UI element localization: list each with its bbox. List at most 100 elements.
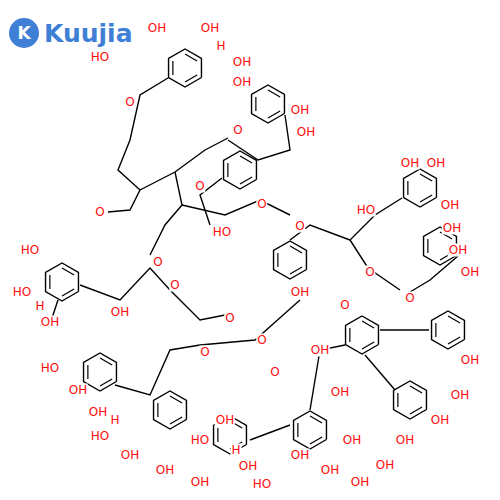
atom-label: O <box>169 279 180 292</box>
atom-label: OH <box>330 386 350 399</box>
atom-label: OH <box>147 22 167 35</box>
bond-line <box>410 256 458 292</box>
atom-label: O <box>256 198 267 211</box>
bond-line <box>350 198 402 290</box>
benzene-ring <box>432 311 465 349</box>
atom-label: HO <box>12 286 32 299</box>
atom-label: HO <box>90 51 110 64</box>
atom-label: OH <box>296 126 316 139</box>
bond-line <box>118 78 228 190</box>
atom-label: OH <box>120 449 140 462</box>
atom-label: OH <box>375 459 395 472</box>
atom-label: O <box>224 312 235 325</box>
double-bond <box>256 90 280 118</box>
atom-label: HO <box>252 478 272 491</box>
atom-label: O <box>194 180 205 193</box>
atom-label: OH <box>342 434 362 447</box>
atom-label: OH <box>450 389 470 402</box>
double-bond <box>228 156 252 184</box>
benzene-ring <box>346 316 379 354</box>
atom-label: OH <box>290 286 310 299</box>
atom-label: O <box>269 366 280 379</box>
benzene-ring <box>252 85 285 123</box>
atom-label: OH <box>460 266 480 279</box>
double-bond <box>88 358 112 386</box>
atom-label: OH <box>460 354 480 367</box>
bond-line <box>182 200 290 215</box>
atom-label: H <box>109 414 120 427</box>
double-bond <box>158 396 182 424</box>
atom-label: OH <box>290 104 310 117</box>
benzene-ring <box>154 391 187 429</box>
logo-letter: K <box>17 23 30 43</box>
atom-label: OH <box>400 157 420 170</box>
atom-label: O <box>152 256 163 269</box>
atom-label: OH <box>442 222 462 235</box>
atom-label: OH <box>350 476 370 489</box>
bond-line <box>150 172 182 255</box>
logo-icon <box>9 18 39 48</box>
atom-label: OH <box>426 157 446 170</box>
atom-label: O <box>232 124 243 137</box>
atom-label: OH <box>40 316 60 329</box>
atom-label: HO <box>20 244 40 257</box>
atom-label: O <box>199 346 210 359</box>
double-bond <box>398 386 422 414</box>
bond-line <box>115 300 300 395</box>
benzene-ring <box>84 353 117 391</box>
double-bond <box>298 416 322 444</box>
atom-label: OH <box>310 344 330 357</box>
atom-label: OH <box>238 460 258 473</box>
atom-label: H <box>215 40 226 53</box>
atom-label: HO <box>356 204 376 217</box>
atom-label: OH <box>190 476 210 489</box>
bond-line <box>80 268 225 320</box>
atom-label: OH <box>215 414 235 427</box>
benzene-ring <box>404 169 437 207</box>
double-bond <box>436 316 460 344</box>
atom-label: OH <box>200 22 220 35</box>
benzene-ring <box>169 49 202 87</box>
atom-label: OH <box>395 434 415 447</box>
atom-label: OH <box>430 414 450 427</box>
atom-label: OH <box>88 406 108 419</box>
double-bond <box>408 174 432 202</box>
benzene-ring <box>294 411 327 449</box>
bond-line <box>380 329 429 330</box>
bond-line <box>250 425 290 440</box>
atom-label: OH <box>110 306 130 319</box>
double-bond <box>173 54 197 82</box>
double-bond <box>350 321 374 349</box>
atom-label: OH <box>232 56 252 69</box>
benzene-ring <box>394 381 427 419</box>
watermark-text: Kuujia <box>44 20 133 48</box>
atom-label: O <box>404 292 415 305</box>
double-bond <box>278 246 302 274</box>
atom-label: O <box>294 220 305 233</box>
atom-label: O <box>94 206 105 219</box>
atom-label: O <box>364 266 375 279</box>
bond-line <box>365 355 395 390</box>
atom-label: OH <box>155 464 175 477</box>
atom-label: OH <box>320 464 340 477</box>
bond-line <box>108 190 140 212</box>
atom-label: OH <box>232 76 252 89</box>
atom-label: HO <box>212 226 232 239</box>
benzene-ring <box>46 263 79 301</box>
atom-label: O <box>124 96 135 109</box>
atom-label: OH <box>440 199 460 212</box>
atom-label: OH <box>448 244 468 257</box>
atom-label: O <box>256 334 267 347</box>
benzene-ring <box>224 151 257 189</box>
double-bond <box>50 268 74 296</box>
atom-label: OH <box>68 384 88 397</box>
atom-label: H <box>34 300 45 313</box>
atom-label: OH <box>290 449 310 462</box>
bond-line <box>228 115 290 160</box>
atom-label: HO <box>40 362 60 375</box>
atom-label: H <box>230 444 241 457</box>
atom-label: HO <box>90 430 110 443</box>
atom-label: HO <box>190 434 210 447</box>
benzene-ring <box>274 241 307 279</box>
